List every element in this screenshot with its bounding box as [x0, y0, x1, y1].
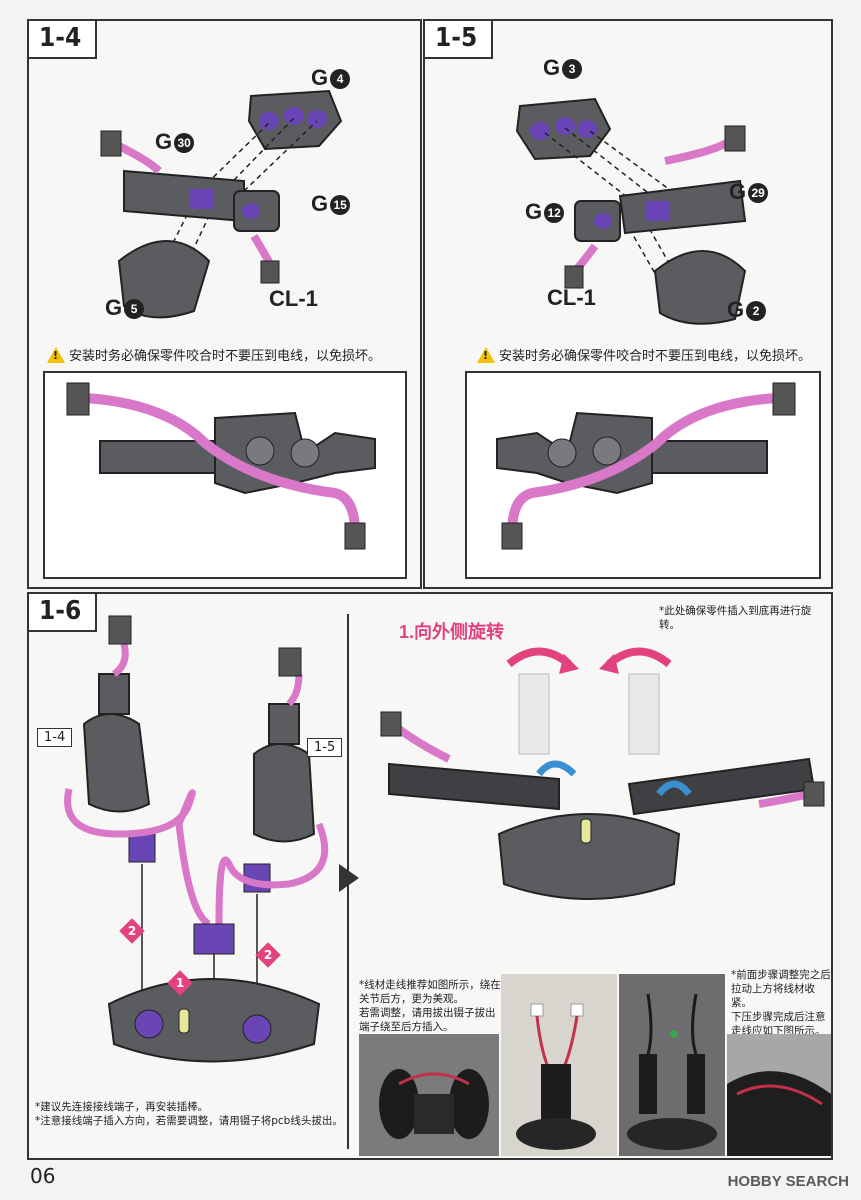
- warning-text: 安装时务必确保零件咬合时不要压到电线，以免损坏。: [499, 349, 812, 364]
- photo-wiring-1-image: [379, 1069, 489, 1139]
- rotate-outward-label: 1.向外侧旋转: [399, 622, 505, 642]
- assembled-view-box: [465, 371, 821, 579]
- warning-note: ! 安装时务必确保零件咬合时不要压到电线，以免损坏。: [477, 345, 811, 364]
- label-g4-num: 4: [330, 69, 351, 90]
- label-g2-text: G: [727, 297, 745, 322]
- photo-wiring-3-image: [627, 993, 717, 1150]
- label-g5-text: G: [105, 295, 123, 320]
- label-g29-num: 29: [748, 183, 769, 204]
- photo-wiring-4-image: [727, 1071, 831, 1156]
- note-top-right: *此处确保零件插入到底再进行旋转。: [659, 605, 812, 631]
- label-g15-text: G: [311, 191, 329, 216]
- badge-label: 2: [127, 924, 137, 938]
- badge-label: 1: [175, 976, 185, 990]
- photo-wiring-1: [359, 1034, 499, 1156]
- warning-symbol: !: [483, 348, 489, 362]
- step-title: 1-4: [27, 19, 98, 59]
- label-g15-num: 15: [330, 195, 351, 216]
- label-g30-num: 30: [174, 133, 195, 154]
- note-photo-right: *前面步骤调整完之后 拉动上方将线材收紧。 下压步骤完成后注意 走线应如下图所示…: [731, 969, 831, 1037]
- label-g30-text: G: [155, 129, 173, 154]
- note-bottom-left: *建议先连接接线端子，再安装插棒。 *注意接线端子插入方向，若需要调整，请用镊子…: [35, 1101, 343, 1127]
- warning-icon: !: [477, 346, 495, 363]
- warning-text: 安装时务必确保零件咬合时不要压到电线，以免损坏。: [69, 349, 382, 364]
- step-badge-2-right: 2: [255, 942, 281, 968]
- step-title: 1-5: [423, 19, 494, 59]
- warning-symbol: !: [53, 348, 59, 362]
- label-g29-text: G: [729, 179, 747, 204]
- photo-wiring-4: [727, 1034, 831, 1156]
- step-1-6-assembly-diagram: [64, 615, 329, 1063]
- ref-tab-1-4: 1-4: [37, 728, 73, 747]
- badge-label: 2: [263, 948, 273, 962]
- rotation-diagram: [380, 647, 825, 900]
- assembled-view-diagram: [496, 382, 796, 550]
- label-g12-num: 12: [544, 203, 565, 224]
- step-1-6-panel: 1-6 *此处确保零件插入到底再进行旋转。 1-4 1-5 2: [27, 592, 833, 1160]
- label-cl1: CL-1: [269, 286, 318, 311]
- step-1-5-exploded-diagram: [515, 97, 747, 325]
- label-g3-text: G: [543, 55, 561, 80]
- next-arrow-icon: [339, 864, 359, 892]
- step-badge-2-left: 2: [119, 918, 145, 944]
- page-number: 06: [30, 1164, 56, 1188]
- ref-tab-1-5: 1-5: [307, 738, 343, 757]
- brand-watermark: HOBBY SEARCH: [727, 1173, 849, 1190]
- warning-note: ! 安装时务必确保零件咬合时不要压到电线，以免损坏。: [47, 345, 381, 364]
- assembled-view-box: [43, 371, 407, 579]
- label-g12-text: G: [525, 199, 543, 224]
- photo-wiring-2: [501, 974, 617, 1156]
- step-1-4-exploded-diagram: [100, 89, 343, 319]
- step-title: 1-6: [27, 592, 98, 632]
- photo-wiring-2-image: [516, 1003, 596, 1150]
- photo-wiring-3: [619, 974, 725, 1156]
- label-g4-text: G: [311, 65, 329, 90]
- label-g2-num: 2: [746, 301, 767, 322]
- label-cl1: CL-1: [547, 285, 596, 310]
- note-photo-left: *线材走线推荐如图所示，绕在 关节后方，更为美观。 若需调整，请用拔出镊子拔出 …: [359, 979, 501, 1033]
- label-g3-num: 3: [562, 59, 583, 80]
- assembled-view-diagram: [66, 382, 376, 550]
- label-g5-num: 5: [124, 299, 145, 320]
- step-badge-1: 1: [167, 970, 193, 996]
- warning-icon: !: [47, 346, 65, 363]
